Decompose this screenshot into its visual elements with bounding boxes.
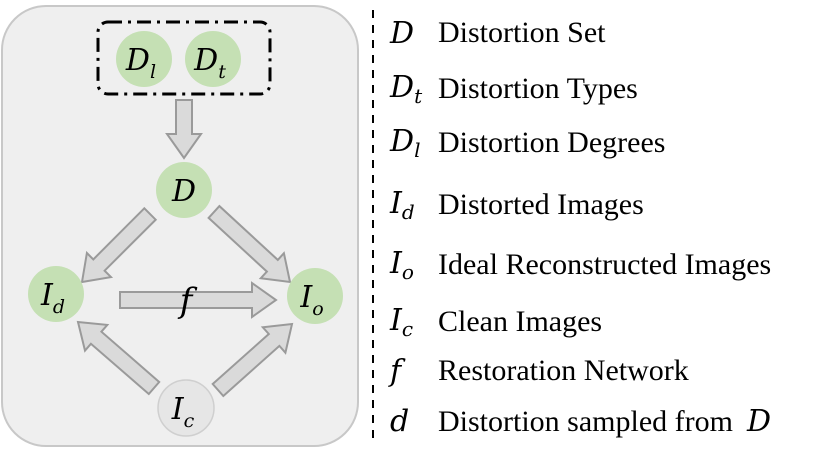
legend-symbol: f [390, 353, 402, 389]
node-id-circle [28, 266, 84, 322]
legend-row: D Distortion Set [390, 8, 606, 58]
legend-row: Ic Clean Images [390, 297, 602, 347]
node-dl-circle [116, 31, 172, 87]
node-id-label: Id [40, 278, 65, 318]
legend-description: Ideal Reconstructed Images [438, 248, 772, 281]
arrow-ic-to-io [211, 322, 294, 398]
arrow-id-to-io [119, 281, 278, 319]
legend-row: Dl Distortion Degrees [390, 118, 665, 168]
legend-description: Distorted Images [438, 188, 644, 221]
legend-symbol: d [390, 403, 410, 439]
legend-description: Distortion Set [438, 16, 606, 49]
node-io-label: Io [299, 280, 323, 320]
distortion-params-group [96, 20, 272, 96]
legend-row: Io Ideal Reconstructed Images [390, 240, 771, 290]
legend-row: f Restoration Network [390, 346, 689, 396]
legend-symbol: Dt [390, 70, 423, 108]
node-dt-circle [185, 31, 241, 87]
legend-symbol: Dl [390, 124, 421, 162]
node-dt-label: Dt [193, 43, 226, 83]
legend-symbol: Ic [390, 303, 414, 341]
legend-row: Id Distorted Images [390, 180, 644, 230]
legend-description: Restoration Network [438, 354, 689, 387]
legend-symbol: Id [390, 186, 415, 224]
legend-symbol: Io [390, 246, 414, 284]
legend-description: Clean Images [438, 305, 603, 338]
legend-description: Distortion Degrees [438, 126, 666, 159]
legend-inline-symbol: D [746, 403, 772, 439]
node-io-circle [287, 268, 343, 324]
node-ic-circle [157, 379, 215, 437]
arrow-ic-to-id [76, 320, 161, 396]
node-ic-label: Ic [171, 392, 195, 432]
node-d-circle [156, 162, 212, 218]
legend-symbol: D [390, 15, 415, 51]
node-dl-label: Dl [125, 43, 156, 83]
node-d-label: D [171, 174, 196, 209]
arrow-d-to-id [80, 206, 158, 284]
legend-row: Dt Distortion Types [390, 64, 638, 114]
arrow-d-to-io [207, 204, 292, 284]
legend-description: Distortion Types [438, 72, 638, 105]
arrow-group-to-d [165, 99, 203, 160]
